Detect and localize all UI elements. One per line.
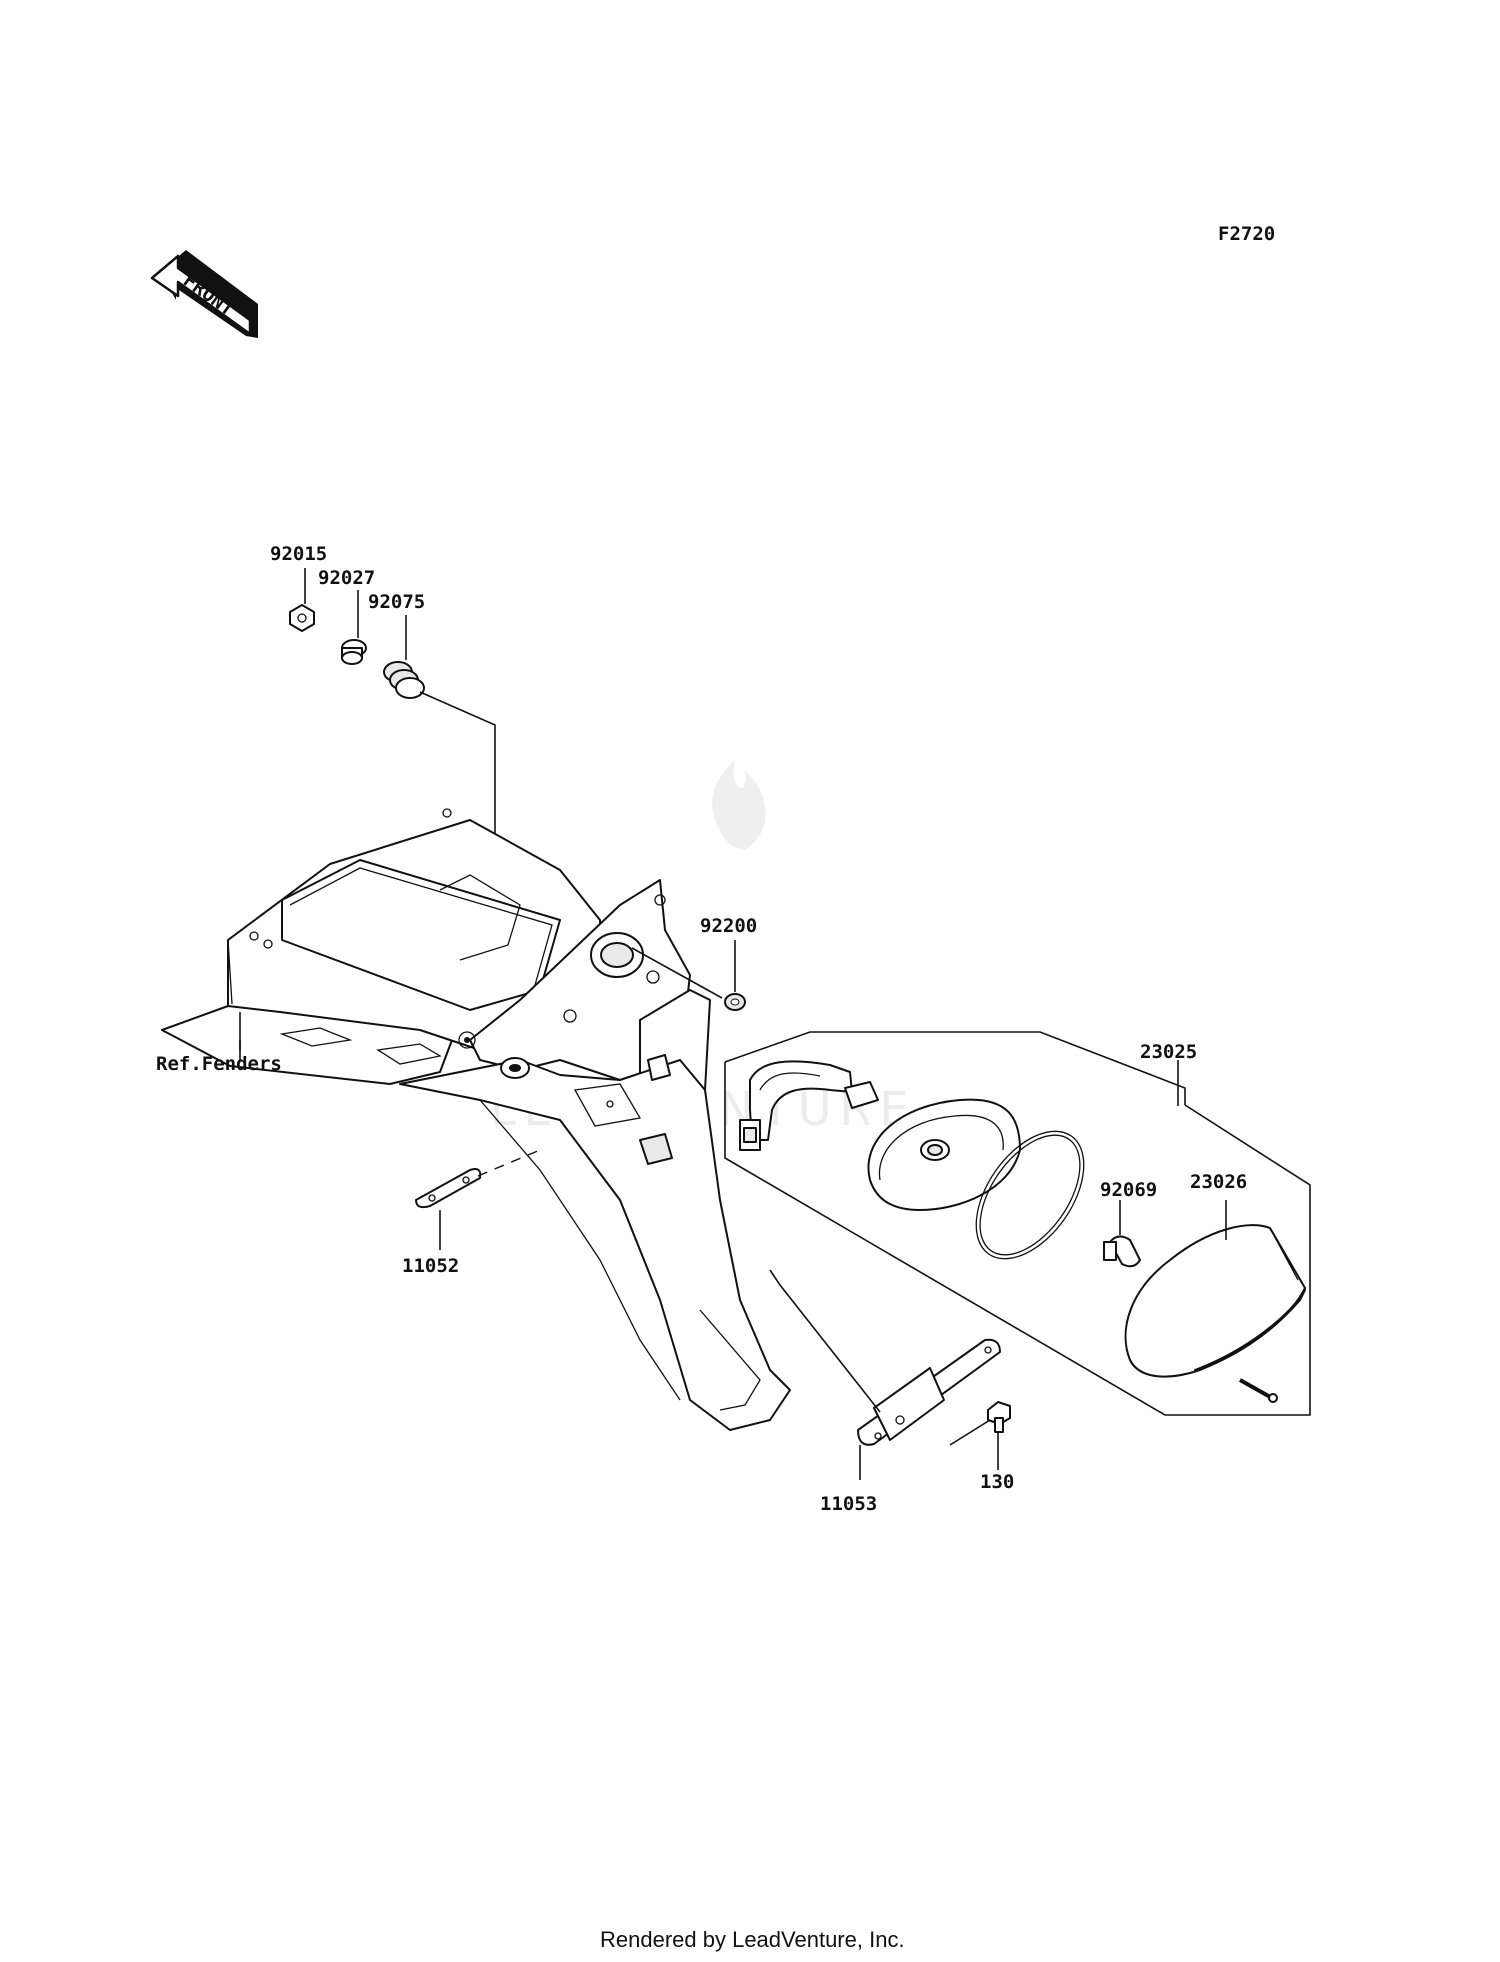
bulb-92069 bbox=[1103, 1235, 1141, 1268]
footer-credit: Rendered by LeadVenture, Inc. bbox=[600, 1927, 905, 1952]
label-92075: 92075 bbox=[368, 591, 425, 613]
lens-23026 bbox=[1124, 1224, 1306, 1378]
bolt-130 bbox=[987, 1401, 1011, 1433]
tail-light-housing bbox=[739, 1060, 1021, 1211]
label-11053: 11053 bbox=[820, 1493, 877, 1515]
lens-screw bbox=[1239, 1378, 1278, 1403]
label-92200: 92200 bbox=[700, 915, 757, 937]
label-23025: 23025 bbox=[1140, 1041, 1197, 1063]
label-92027: 92027 bbox=[318, 567, 375, 589]
grommet-92075 bbox=[383, 661, 425, 699]
front-arrow-icon: FRONT bbox=[150, 250, 258, 338]
label-92015: 92015 bbox=[270, 543, 327, 565]
collar-92027 bbox=[341, 639, 367, 665]
label-23026: 23026 bbox=[1190, 1171, 1247, 1193]
washer-92200 bbox=[724, 993, 746, 1011]
plate-11052 bbox=[415, 1168, 482, 1209]
label-11052: 11052 bbox=[402, 1255, 459, 1277]
gasket-ring bbox=[975, 1130, 1085, 1260]
nut-92015 bbox=[289, 604, 315, 632]
label-92069: 92069 bbox=[1100, 1179, 1157, 1201]
bracket-11053 bbox=[857, 1338, 1001, 1446]
diagram-id: F2720 bbox=[1218, 223, 1275, 245]
rear-fender-assembly bbox=[161, 808, 791, 1431]
label-ref-fenders: Ref.Fenders bbox=[156, 1053, 282, 1075]
label-130: 130 bbox=[980, 1471, 1014, 1493]
